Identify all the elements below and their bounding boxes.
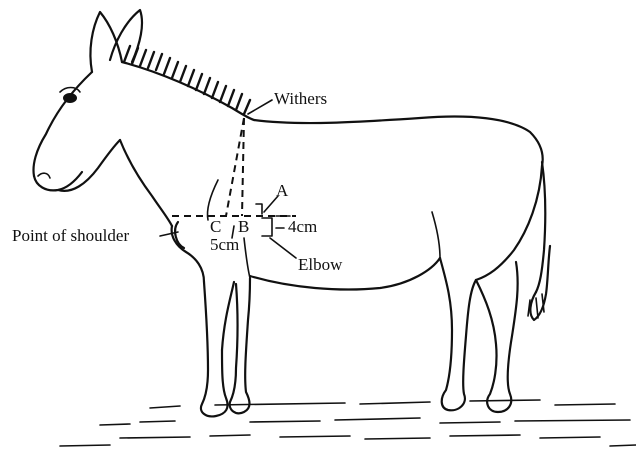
shoulder-line xyxy=(207,180,218,220)
label-5cm: 5cm xyxy=(210,235,239,254)
back xyxy=(254,117,543,166)
nostril xyxy=(38,173,50,178)
head-top xyxy=(34,72,93,176)
hind-leg-far xyxy=(440,258,476,410)
rump xyxy=(476,166,542,280)
label-elbow: Elbow xyxy=(298,255,343,274)
label-a: A xyxy=(276,181,289,200)
elbow-bracket xyxy=(262,218,272,236)
label-withers: Withers xyxy=(274,89,327,108)
mane xyxy=(124,46,250,114)
ground-lines xyxy=(60,400,636,446)
label-point-of-shoulder: Point of shoulder xyxy=(12,226,129,245)
label-4cm: 4cm xyxy=(288,217,317,236)
jaw xyxy=(58,140,120,191)
hind-leg-near xyxy=(476,262,518,412)
belly xyxy=(250,258,440,290)
withers-leader xyxy=(248,100,272,114)
label-c: C xyxy=(210,217,221,236)
withers-to-c-line xyxy=(226,118,244,216)
chest xyxy=(172,226,204,282)
forearm-line xyxy=(244,238,250,278)
eye xyxy=(63,93,77,103)
throat xyxy=(120,140,172,226)
front-leg-near xyxy=(201,282,228,416)
a-indicator xyxy=(256,204,262,214)
label-b: B xyxy=(238,217,249,236)
elbow-leader xyxy=(270,238,296,258)
donkey-outline xyxy=(34,10,551,416)
front-leg-far xyxy=(230,278,250,413)
